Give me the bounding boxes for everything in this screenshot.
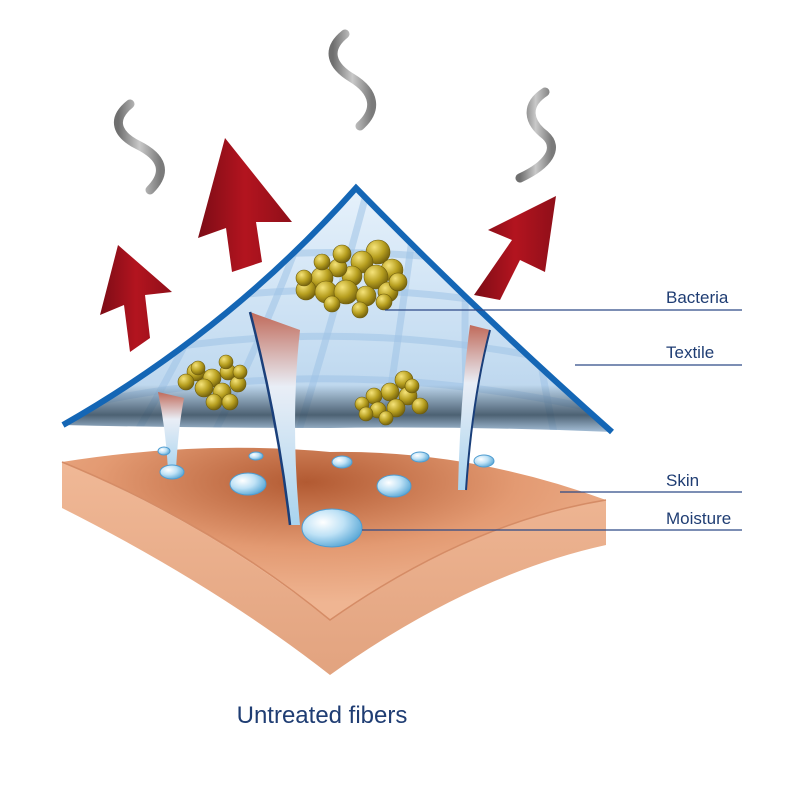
- bacterium: [313, 253, 331, 271]
- droplet: [410, 451, 430, 463]
- bacterium: [323, 295, 341, 313]
- bacterium: [404, 378, 420, 394]
- bacterium: [380, 382, 400, 402]
- bacterium: [388, 272, 408, 292]
- bacterium: [232, 364, 248, 380]
- odor-wave-center: [328, 29, 377, 131]
- bacterium: [295, 269, 313, 287]
- droplet: [376, 474, 412, 498]
- odor-waves: [114, 29, 556, 195]
- fibers: [158, 311, 491, 526]
- diagram-caption: Untreated fibers: [237, 702, 408, 729]
- bacterium: [190, 360, 206, 376]
- heat-arrow-right: [474, 196, 556, 300]
- heat-arrows: [100, 138, 556, 352]
- bacteria-cluster-right: [354, 370, 429, 426]
- droplet: [229, 472, 267, 496]
- droplet: [157, 446, 171, 456]
- bacterium: [411, 397, 429, 415]
- bacterium: [386, 398, 406, 418]
- bacterium: [194, 378, 214, 398]
- odor-wave-right: [515, 87, 556, 183]
- heat-arrow-center: [198, 138, 292, 272]
- bacterium: [375, 293, 393, 311]
- bacterium: [205, 393, 223, 411]
- label-textile: Textile: [666, 343, 714, 362]
- bacterium: [218, 354, 234, 370]
- bacterium: [221, 393, 239, 411]
- bacterium: [351, 301, 369, 319]
- textile-edge: [61, 183, 614, 435]
- bacterium: [358, 406, 374, 422]
- callout-lines: [362, 309, 742, 531]
- bacteria-cluster-top: [295, 239, 408, 319]
- skin-side-front: [62, 462, 606, 675]
- label-bacteria: Bacteria: [666, 288, 729, 307]
- textile-shadow: [63, 385, 612, 432]
- bacterium: [378, 410, 394, 426]
- bacterium: [177, 373, 195, 391]
- droplet: [159, 464, 185, 480]
- bacteria-clusters: [177, 239, 429, 426]
- droplet: [331, 455, 353, 469]
- bacteria-cluster-left: [177, 354, 248, 411]
- heat-arrow-left: [100, 245, 172, 352]
- odor-wave-left: [114, 99, 165, 195]
- bacterium: [332, 244, 352, 264]
- moisture-droplets: [157, 446, 495, 548]
- skin-layer: [61, 447, 607, 675]
- droplet-large: [301, 508, 363, 548]
- label-skin: Skin: [666, 471, 699, 490]
- droplet: [473, 454, 495, 468]
- bacterium: [363, 264, 389, 290]
- fiber-left: [158, 392, 184, 470]
- label-moisture: Moisture: [666, 509, 731, 528]
- droplet: [248, 451, 264, 461]
